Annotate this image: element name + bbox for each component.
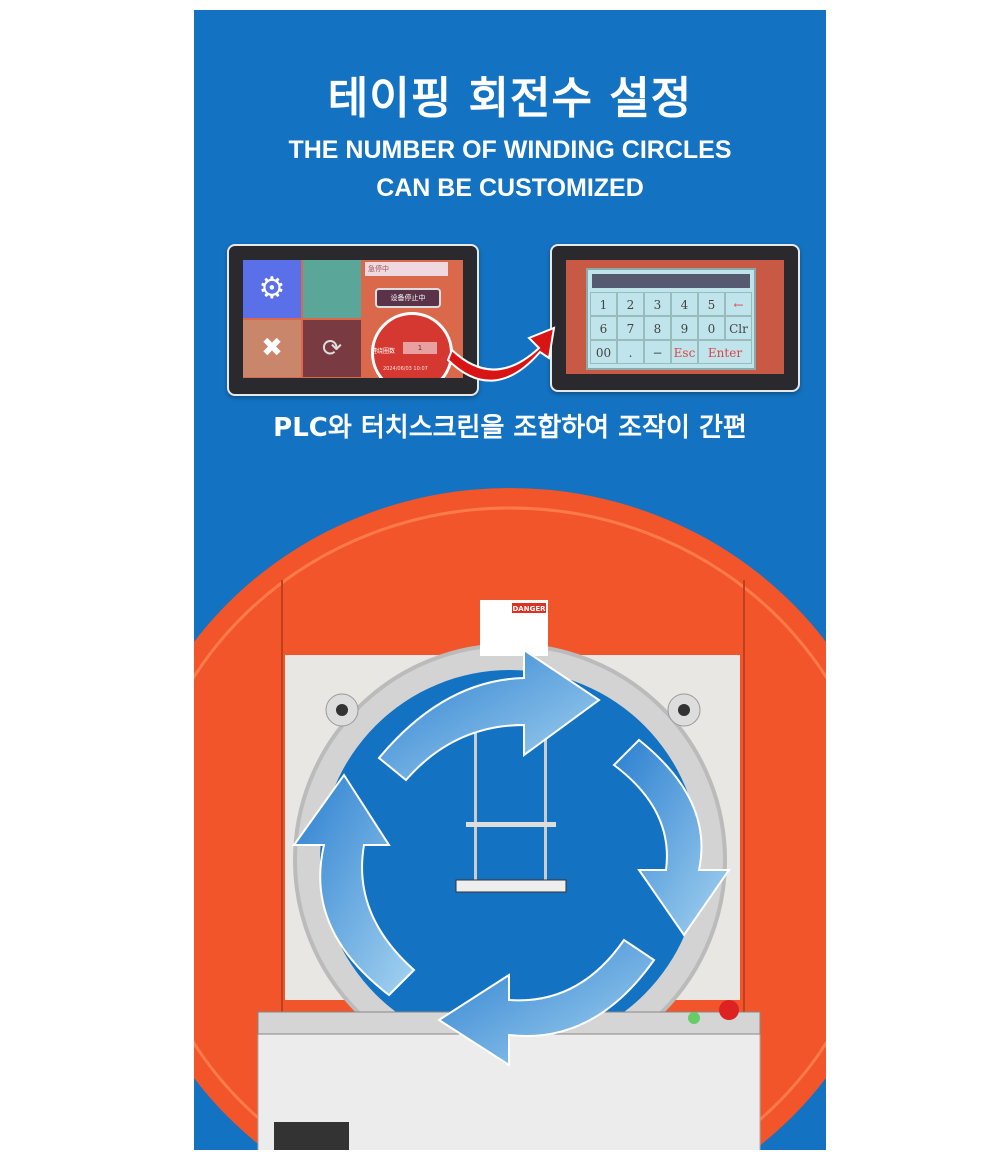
keypad-key: 00	[590, 340, 617, 364]
keypad-key: Enter	[698, 340, 752, 364]
product-tile	[303, 260, 361, 318]
machine-illustration: DANGER	[194, 326, 826, 1150]
tools-icon: ✖	[243, 320, 301, 377]
keypad-key: 2	[617, 292, 644, 316]
caption: PLC와 터치스크린을 조합하여 조작이 간편	[273, 413, 747, 443]
highlight-circle	[371, 312, 453, 378]
keypad-key: 1	[590, 292, 617, 316]
status-text: 急停中	[365, 262, 448, 276]
keypad-key: −	[644, 340, 671, 364]
keypad-key: Clr	[725, 316, 752, 340]
keypad-display	[592, 274, 750, 288]
field-label: 缠绕圈数	[371, 348, 396, 355]
keypad-key: 8	[644, 316, 671, 340]
rotation-arrows	[292, 648, 731, 1067]
keypad-key: 4	[671, 292, 698, 316]
keypad-key: 9	[671, 316, 698, 340]
rotation-arrow-top	[377, 648, 601, 782]
keypad-key: 6	[590, 316, 617, 340]
promo-panel: 테이핑 회전수 설정 THE NUMBER OF WINDING CIRCLES…	[194, 10, 826, 1150]
keypad-key: 0	[698, 316, 725, 340]
keypad-key: ←	[725, 292, 752, 316]
keypad-key: Esc	[671, 340, 698, 364]
rotation-arrow-left	[292, 773, 416, 997]
keypad-key: 3	[644, 292, 671, 316]
keypad-key: 5	[698, 292, 725, 316]
keypad-key: 7	[617, 316, 644, 340]
page-title: 테이핑 회전수 설정	[327, 73, 693, 124]
callout-arrow	[446, 326, 556, 382]
subtitle-line-1: THE NUMBER OF WINDING CIRCLES	[288, 136, 732, 164]
rotation-arrow-right	[612, 738, 731, 937]
circles-field: 1	[403, 342, 437, 354]
keypad-key: .	[617, 340, 644, 364]
datetime: 2024/06/03 10:07	[383, 366, 428, 372]
rotation-arrow-bottom	[437, 938, 656, 1067]
settings-tile: ⚙	[243, 260, 301, 318]
subtitle-line-2: CAN BE CUSTOMIZED	[376, 174, 644, 202]
refresh-icon: ⟳	[303, 320, 361, 377]
danger-text: DANGER	[512, 605, 546, 613]
stop-button: 设备停止中	[375, 288, 441, 308]
touchscreen-home: ⚙ ✖ ⟳ 急停中 设备停止中 缠绕圈数 1 2024/06/03 10:07	[227, 244, 479, 396]
